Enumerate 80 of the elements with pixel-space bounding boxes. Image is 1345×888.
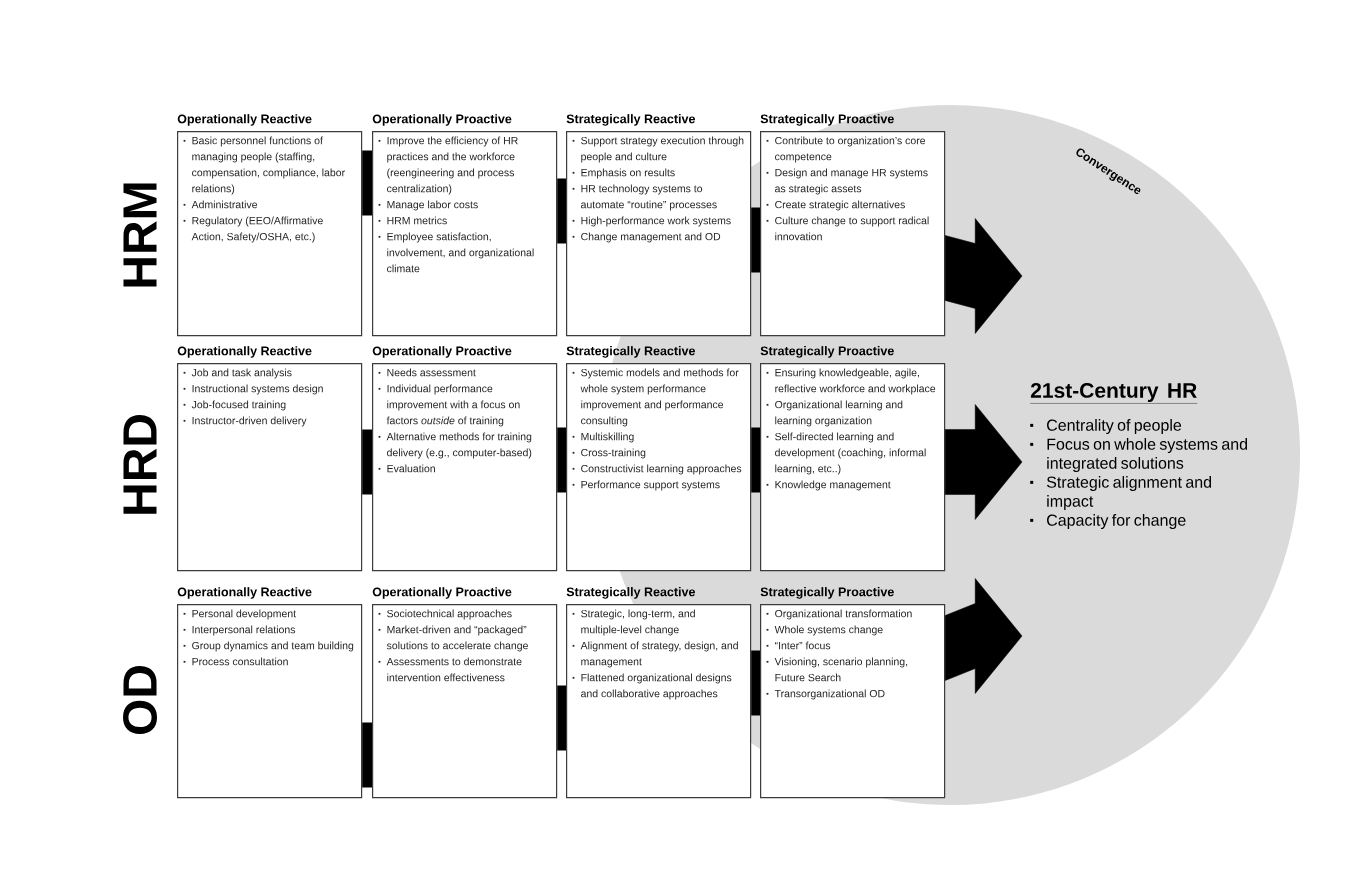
row-label: HRD [123,415,157,514]
bullet-point: Cross-training [572,448,646,459]
column-heading: Strategically Proactive [760,114,894,126]
bullet-point: Instructional systems design [183,384,323,395]
connector-bar [557,685,566,751]
column-heading: Operationally Proactive [372,114,512,126]
bullet-point: Process consultation [183,657,288,666]
bullet-point: Job and task analysis [183,368,292,379]
arrow [944,404,1023,520]
bullet-point: Visioning, scenario planning, Future Search [766,657,908,682]
bullet-point: Strategic, long-term, and multiple-level change [572,609,695,636]
bullet-point: Sociotechnical approaches [378,609,512,620]
bullet-point: Create strategic alternatives [766,200,905,211]
bullet-point: High-performance work systems [572,216,731,227]
bullet-point: Performance support systems [572,480,720,491]
connector-bar [362,722,372,788]
bullet-point: Capacity for change [1030,514,1186,529]
arrow [944,578,1023,694]
column-heading: Operationally Reactive [177,114,312,126]
connector-bar [751,207,760,273]
bullet-point: “Inter” focus [766,641,831,650]
bullet-point: HR technology systems to automate “routine” processes [572,184,717,211]
connector-bar [751,650,760,716]
bullet-point: Whole systems change [766,625,883,636]
bullet-point: Improve the efficiency of HR practices and the workforce (reengineering and process centralization) [378,136,518,195]
arrow [944,218,1023,334]
bullet-point: Systemic models and methods for whole system performance improvement and performance consulting [572,368,739,427]
column-heading: Operationally Proactive [372,346,512,358]
bullet-point: Manage labor costs [378,200,478,211]
column-heading: Strategically Reactive [566,587,695,599]
bullet-point: Multiskilling [572,432,634,443]
column-heading: Operationally Reactive [177,346,312,358]
connector-bar [362,150,372,216]
bullet-point: Evaluation [378,464,435,473]
bullet-point: Regulatory (EEO/Affirmative Action, Safety/OSHA, etc.) [183,216,323,243]
bullet-point: Support strategy execution through people and culture [572,136,744,163]
bullet-point: Focus on whole systems and integrated solutions [1030,438,1247,472]
column-heading: Strategically Proactive [760,346,894,358]
bullet-point: Personal development [183,609,296,620]
column-heading: Strategically Proactive [760,587,894,599]
connector-bar [751,427,760,493]
bullet-point: Culture change to support radical innovation [766,216,929,241]
bullet-point: Assessments to demonstrate intervention effectiveness [378,657,522,682]
connector-bar [557,178,566,244]
bullet-point: HRM metrics [378,216,447,225]
bullet-point: Constructivist learning approaches [572,464,742,475]
bullet-point: Organizational learning and learning organization [766,400,903,427]
bullet-point: Organizational transformation [766,609,912,620]
bullet-point: Transorganizational OD [766,689,885,700]
bullet-point: Flattened organizational designs and collaborative approaches [572,673,732,700]
bullet-point: Individual performance improvement with a focus on factors outside of training [378,384,520,427]
bullet-point: Ensuring knowledgeable, agile, reflective workforce and workplace [766,368,936,395]
bullet-point: Knowledge management [766,480,891,491]
bullet-point: Instructor-driven delivery [183,416,307,427]
box-heading: 21st-Century HR [1030,383,1198,404]
bullet-point: Alignment of strategy, design, and management [572,641,738,668]
bullet-point: Interpersonal relations [183,625,296,636]
row-label: HRM [123,183,157,287]
connector-bar [557,427,566,493]
bullet-point: Emphasis on results [572,168,675,179]
column-heading: Operationally Proactive [372,587,512,599]
connector-bar [362,429,372,495]
bullet-point: Market-driven and “packaged” solutions to accelerate change [378,625,528,652]
bullet-point: Strategic alignment and impact [1030,476,1211,510]
bullet-point: Self-directed learning and development (coaching, informal learning, etc..) [766,432,926,475]
column-heading: Strategically Reactive [566,114,695,126]
bullet-point: Basic personnel functions of managing people (staffing, compensation, compliance, labor relations) [183,136,345,195]
bullet-point: Alternative methods for training delivery (e.g., computer-based) [378,432,532,459]
bullet-point: Design and manage HR systems as strategic assets [766,168,928,195]
row-label: OD [123,666,157,734]
bullet-point: Contribute to organization’s core competence [766,136,926,163]
bullet-point: Employee satisfaction, involvement, and organizational climate [378,232,534,273]
bullet-point: Group dynamics and team building [183,641,354,652]
bullet-point: Needs assessment [378,368,476,377]
bullet-point: Administrative [183,200,258,209]
bullet-point: Job-focused training [183,400,286,411]
bullet-point: Change management and OD [572,232,721,243]
column-heading: Strategically Reactive [566,346,695,358]
column-heading: Operationally Reactive [177,587,312,599]
bullet-point: Centrality of people [1030,419,1182,434]
